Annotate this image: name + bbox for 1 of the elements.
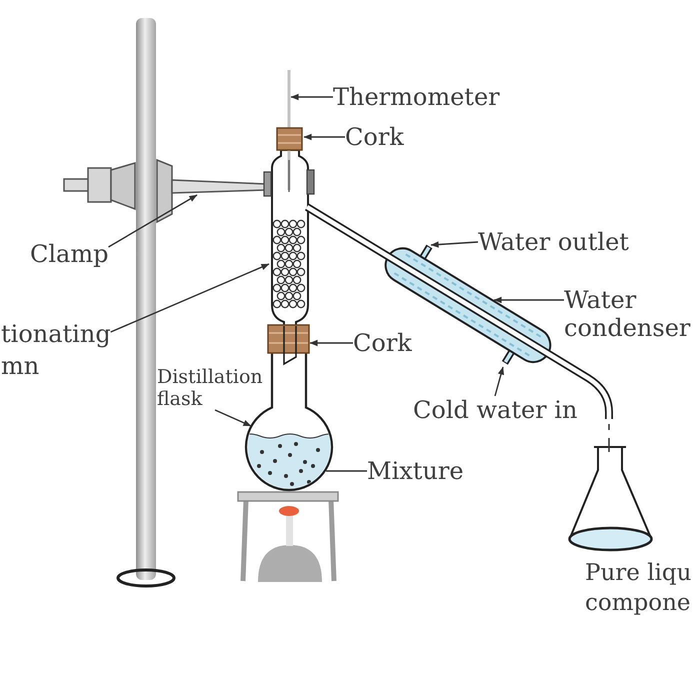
part-label: Pure liqu compone [585, 559, 692, 618]
